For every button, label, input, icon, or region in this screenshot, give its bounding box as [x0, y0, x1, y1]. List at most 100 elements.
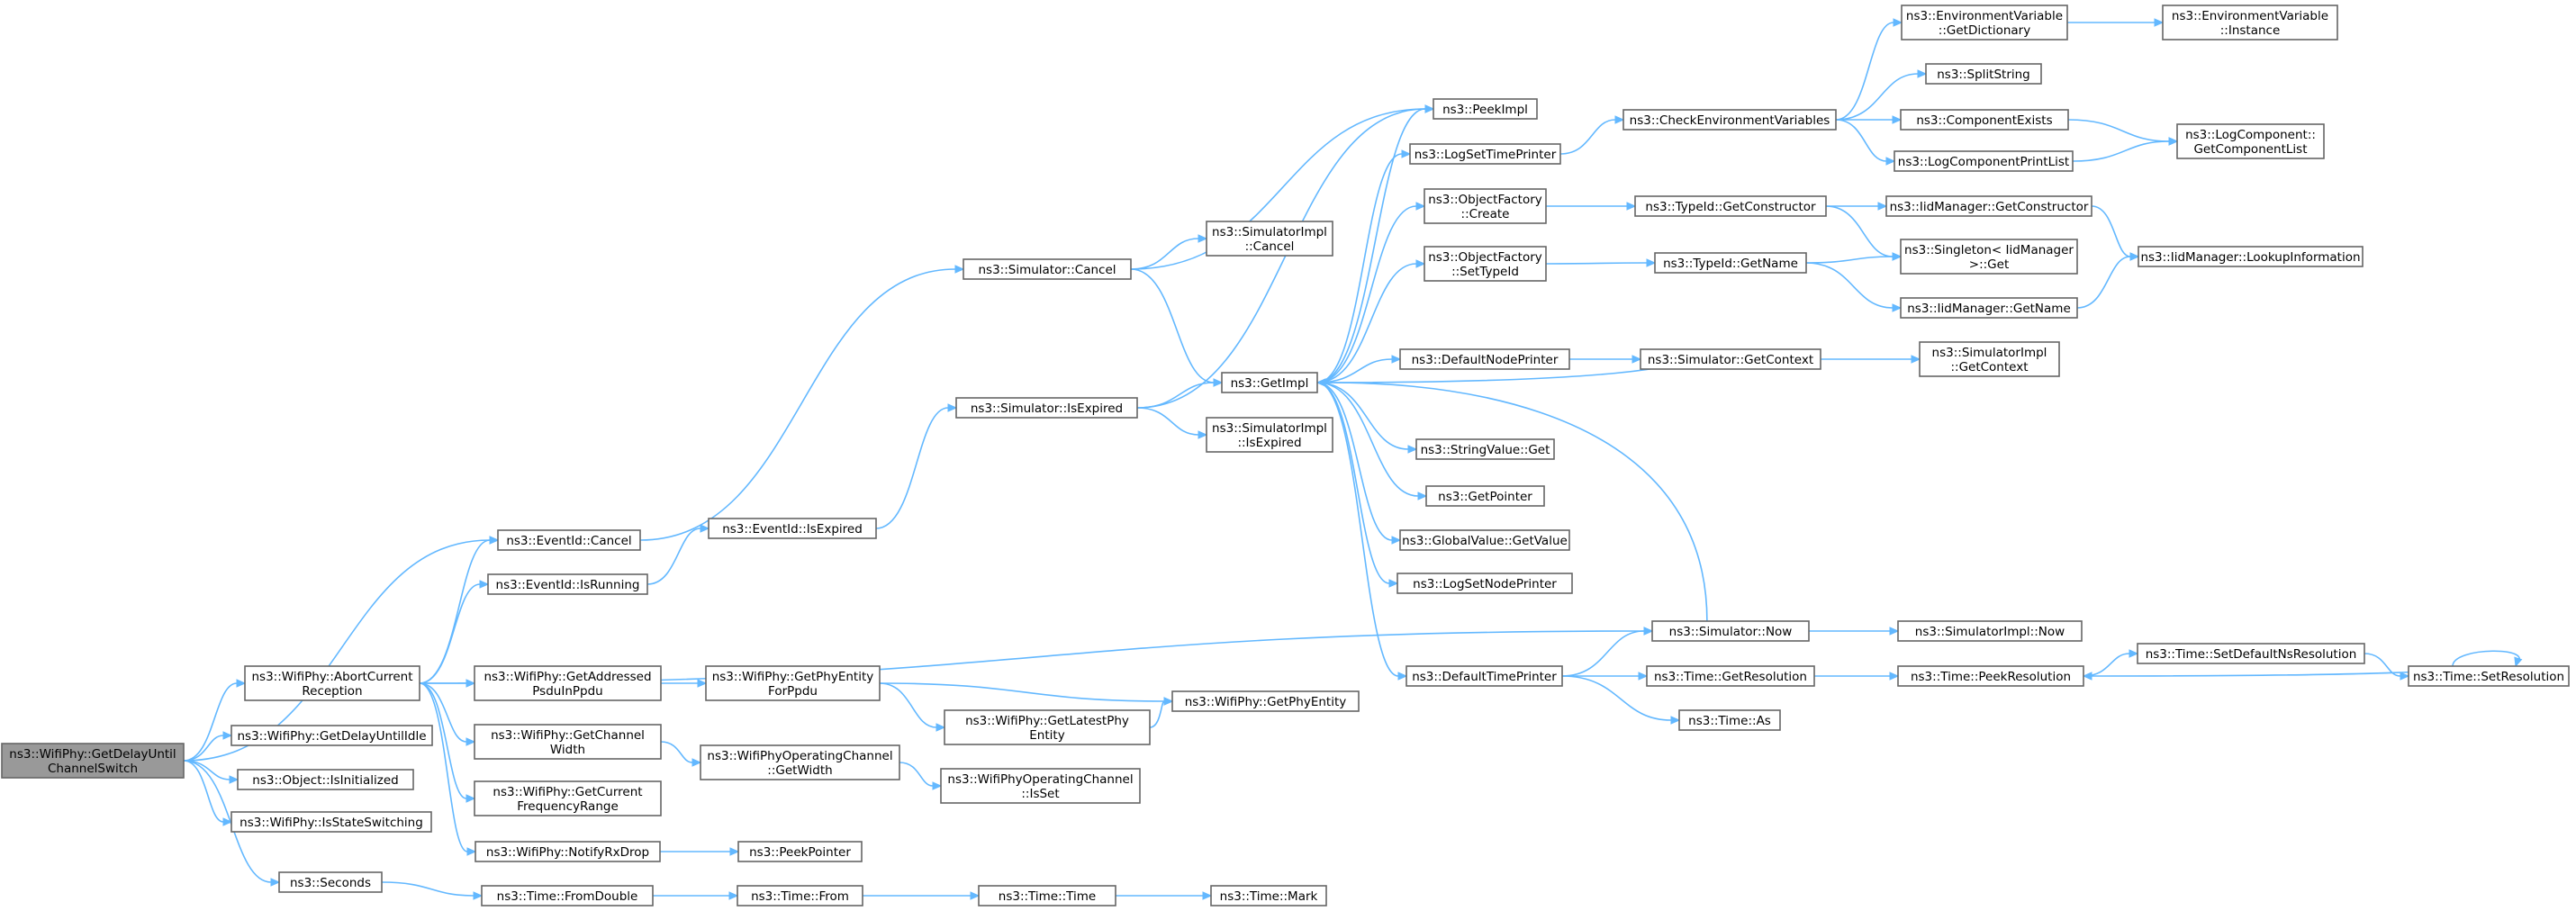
node-strget[interactable]: ns3::StringValue::Get: [1415, 438, 1555, 460]
node-implcancel[interactable]: ns3::SimulatorImpl::Cancel: [1206, 221, 1333, 257]
node-implgetctx[interactable]: ns3::SimulatorImpl::GetContext: [1919, 341, 2060, 377]
node-box: [1399, 348, 1570, 370]
node-box: [1, 743, 185, 779]
node-iidlookup[interactable]: ns3::IidManager::LookupInformation: [2138, 246, 2364, 267]
node-evexpired[interactable]: ns3::EventId::IsExpired: [708, 518, 877, 539]
node-peekimpl[interactable]: ns3::PeekImpl: [1433, 98, 1538, 120]
node-evcancel[interactable]: ns3::EventId::Cancel: [497, 529, 641, 551]
node-fromdouble[interactable]: ns3::Time::FromDouble: [481, 885, 654, 906]
edge-timetime-to-timemark: [1115, 891, 1213, 900]
node-box: [1406, 665, 1563, 687]
node-timegetres[interactable]: ns3::Time::GetResolution: [1646, 665, 1815, 687]
node-label: >::Get: [1969, 257, 2009, 272]
node-label: ns3::WifiPhy::GetPhyEntity: [1185, 695, 1347, 709]
node-timesetres[interactable]: ns3::Time::SetResolution: [2408, 665, 2570, 687]
edge-deftimep-to-timeas: [1561, 675, 1681, 725]
node-deftimep[interactable]: ns3::DefaultTimePrinter: [1406, 665, 1563, 687]
node-box: [497, 529, 641, 551]
node-timepeekres[interactable]: ns3::Time::PeekResolution: [1897, 665, 2084, 687]
node-logcompget[interactable]: ns3::LogComponent::GetComponentList: [2176, 123, 2325, 159]
node-label: ns3::WifiPhy::GetLatestPhy: [965, 714, 1129, 728]
node-implexpired[interactable]: ns3::SimulatorImpl::IsExpired: [1206, 417, 1333, 453]
node-objcreate[interactable]: ns3::ObjectFactory::Create: [1424, 188, 1547, 224]
node-label: ns3::Simulator::GetContext: [1648, 353, 1813, 367]
node-iidgetctor[interactable]: ns3::IidManager::GetConstructor: [1885, 195, 2092, 217]
node-box: [1424, 246, 1547, 282]
node-timesetdef[interactable]: ns3::Time::SetDefaultNsResolution: [2137, 643, 2365, 664]
node-implnow[interactable]: ns3::SimulatorImpl::Now: [1897, 620, 2083, 642]
edge-seconds-to-fromdouble: [381, 881, 484, 900]
node-getimpl[interactable]: ns3::GetImpl: [1221, 372, 1318, 393]
node-label: ::GetContext: [1950, 360, 2028, 374]
node-logsettp[interactable]: ns3::LogSetTimePrinter: [1409, 143, 1561, 165]
node-checkenv[interactable]: ns3::CheckEnvironmentVariables: [1622, 109, 1837, 131]
node-singleton[interactable]: ns3::Singleton< IidManager>::Get: [1900, 239, 2078, 275]
node-label: ns3::IidManager::LookupInformation: [2140, 250, 2360, 265]
node-label: ::GetWidth: [767, 763, 832, 778]
node-label: ns3::WifiPhy::GetCurrent: [493, 785, 642, 799]
node-box: [1221, 372, 1318, 393]
node-evrunning[interactable]: ns3::EventId::IsRunning: [487, 573, 648, 595]
node-isstatesw[interactable]: ns3::WifiPhy::IsStateSwitching: [230, 811, 432, 833]
node-timeas[interactable]: ns3::Time::As: [1678, 709, 1781, 731]
node-simexpired[interactable]: ns3::Simulator::IsExpired: [955, 397, 1138, 419]
node-opisset[interactable]: ns3::WifiPhyOperatingChannel::IsSet: [940, 768, 1141, 804]
node-isinit[interactable]: ns3::Object::IsInitialized: [237, 769, 414, 790]
node-box: [278, 871, 383, 893]
node-simcancel[interactable]: ns3::Simulator::Cancel: [963, 258, 1132, 280]
node-box: [1654, 252, 1807, 274]
node-logsetnp[interactable]: ns3::LogSetNodePrinter: [1396, 573, 1573, 594]
node-label: ns3::WifiPhy::NotifyRxDrop: [486, 845, 649, 860]
node-box: [474, 780, 662, 816]
node-notifyrx[interactable]: ns3::WifiPhy::NotifyRxDrop: [475, 841, 661, 862]
node-compexists[interactable]: ns3::ComponentExists: [1900, 109, 2069, 131]
edge-getimpl-to-objcreate: [1316, 202, 1426, 383]
node-timemark[interactable]: ns3::Time::Mark: [1210, 885, 1327, 906]
node-label: ns3::Singleton< IidManager: [1904, 243, 2074, 257]
node-envgetdict[interactable]: ns3::EnvironmentVariable::GetDictionary: [1901, 5, 2068, 41]
edge-logcompprint-to-logcompget: [2072, 137, 2179, 162]
node-label: ns3::LogComponentPrintList: [1898, 155, 2069, 169]
node-getdelayidle[interactable]: ns3::WifiPhy::GetDelayUntilIdle: [230, 725, 433, 746]
node-label: ns3::Time::SetResolution: [2413, 670, 2564, 684]
node-timefrom[interactable]: ns3::Time::From: [737, 885, 863, 906]
node-opchw[interactable]: ns3::WifiPhyOperatingChannel::GetWidth: [700, 744, 900, 780]
node-label: ns3::CheckEnvironmentVariables: [1630, 113, 1830, 128]
node-logcompprint[interactable]: ns3::LogComponentPrintList: [1894, 150, 2074, 172]
node-label: ns3::Time::Time: [999, 889, 1096, 904]
edges-layer: [183, 18, 2523, 900]
node-label: ::Instance: [2220, 23, 2281, 38]
node-defnodep[interactable]: ns3::DefaultNodePrinter: [1399, 348, 1570, 370]
edge-timefrom-to-timetime: [862, 891, 981, 900]
node-seconds[interactable]: ns3::Seconds: [278, 871, 383, 893]
node-getptr[interactable]: ns3::GetPointer: [1425, 485, 1545, 507]
node-box: [2176, 123, 2325, 159]
node-tidgetctor[interactable]: ns3::TypeId::GetConstructor: [1634, 195, 1827, 217]
node-timetime[interactable]: ns3::Time::Time: [978, 885, 1116, 906]
node-box: [944, 709, 1151, 745]
edge-evrunning-to-evexpired: [646, 524, 710, 585]
node-envinst[interactable]: ns3::EnvironmentVariable::Instance: [2162, 5, 2338, 41]
node-splitstr[interactable]: ns3::SplitString: [1925, 63, 2042, 85]
node-tidgetname[interactable]: ns3::TypeId::GetName: [1654, 252, 1807, 274]
edge-evcancel-to-simcancel: [639, 265, 965, 541]
node-simnow[interactable]: ns3::Simulator::Now: [1651, 620, 1810, 642]
node-getphyentity[interactable]: ns3::WifiPhy::GetPhyEntity: [1171, 690, 1360, 712]
edge-iidgetctor-to-iidlookup: [2091, 205, 2140, 261]
edge-abort-to-evrunning: [419, 580, 490, 684]
node-objsettid[interactable]: ns3::ObjectFactory::SetTypeId: [1424, 246, 1547, 282]
node-simgetctx[interactable]: ns3::Simulator::GetContext: [1640, 348, 1821, 370]
node-label: ns3::GetImpl: [1231, 376, 1309, 391]
node-globget[interactable]: ns3::GlobalValue::GetValue: [1399, 529, 1570, 551]
node-peekptr[interactable]: ns3::PeekPointer: [737, 841, 863, 862]
node-label: ns3::IidManager::GetConstructor: [1890, 200, 2089, 214]
node-iidgetname[interactable]: ns3::IidManager::GetName: [1900, 297, 2078, 319]
